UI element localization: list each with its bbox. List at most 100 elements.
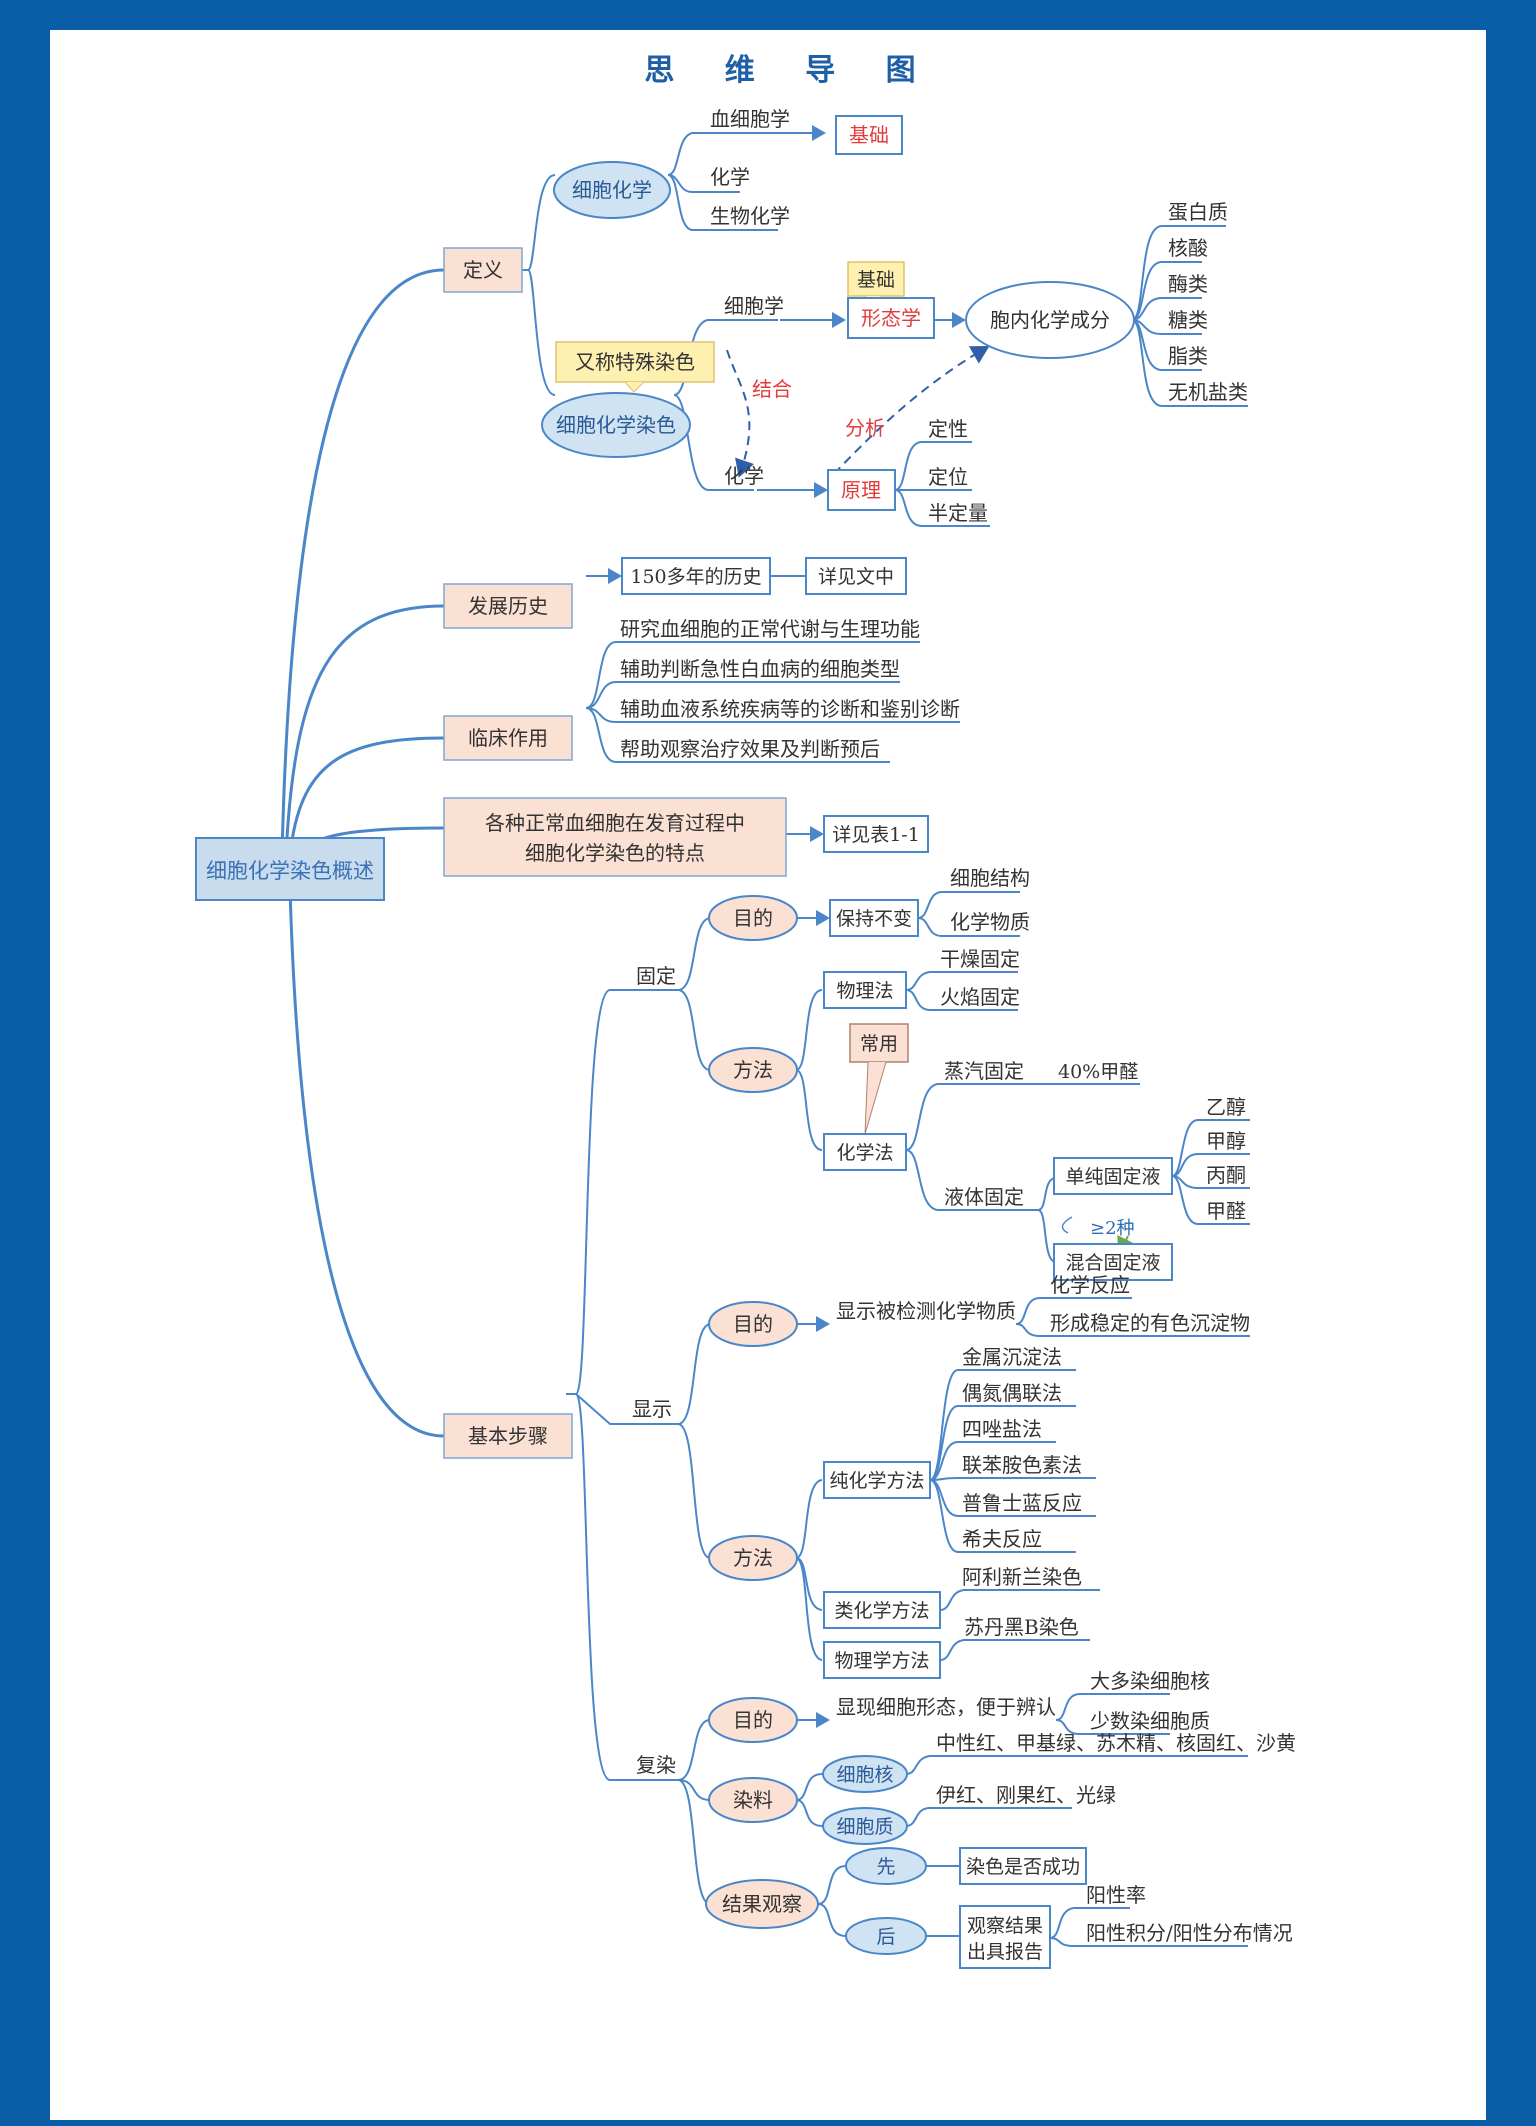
node-chemical[interactable]: 化学法 [823, 1133, 907, 1171]
svg-text:目的: 目的 [733, 1312, 773, 1336]
svg-text:保持不变: 保持不变 [836, 908, 912, 930]
node-result[interactable]: 结果观察 [705, 1879, 819, 1929]
svg-text:细胞化学染色: 细胞化学染色 [556, 413, 676, 437]
svg-text:目的: 目的 [733, 906, 773, 930]
counter-purpose-text: 显现细胞形态，便于辨认 [836, 1695, 1056, 1719]
node-after-text[interactable]: 观察结果 出具报告 [959, 1905, 1051, 1969]
node-nucleus[interactable]: 细胞核 [822, 1755, 908, 1793]
node-single-fixative[interactable]: 单纯固定液 [1053, 1157, 1173, 1195]
svg-text:形态学: 形态学 [861, 306, 921, 330]
node-features-ref[interactable]: 详见表1-1 [823, 815, 929, 853]
cytoplasm-dyes: 伊红、刚果红、光绿 [936, 1783, 1116, 1807]
svg-text:定义: 定义 [463, 258, 503, 282]
keep-item-2: 化学物质 [950, 910, 1030, 934]
svg-text:各种正常血细胞在发育过程中: 各种正常血细胞在发育过程中 [485, 811, 745, 835]
show-purpose-item-2: 形成稳定的有色沉淀物 [1050, 1311, 1250, 1335]
clinical-item-4: 帮助观察治疗效果及判断预后 [620, 737, 880, 761]
node-definition[interactable]: 定义 [443, 247, 523, 293]
node-counter-purpose[interactable]: 目的 [708, 1697, 798, 1743]
node-show-purpose[interactable]: 目的 [708, 1301, 798, 1347]
node-physics-method[interactable]: 物理学方法 [823, 1641, 941, 1679]
after-item-1: 阳性率 [1086, 1883, 1146, 1907]
svg-text:方法: 方法 [733, 1058, 773, 1082]
node-morphology[interactable]: 形态学 [847, 297, 935, 339]
node-cytoplasm[interactable]: 细胞质 [822, 1807, 908, 1845]
pure-item-4: 联苯胺色素法 [962, 1453, 1082, 1477]
svg-text:基础: 基础 [849, 123, 889, 147]
component-4: 糖类 [1168, 308, 1208, 332]
show-purpose-item-1: 化学反应 [1050, 1273, 1130, 1297]
node-features[interactable]: 各种正常血细胞在发育过程中 细胞化学染色的特点 [443, 797, 787, 877]
svg-text:又称特殊染色: 又称特殊染色 [575, 350, 695, 374]
label-ge2: ≥2种 [1090, 1218, 1135, 1239]
pure-item-1: 金属沉淀法 [962, 1345, 1062, 1369]
node-after[interactable]: 后 [845, 1917, 927, 1955]
svg-text:后: 后 [876, 1926, 895, 1948]
node-first[interactable]: 先 [845, 1847, 927, 1885]
node-history-years[interactable]: 150多年的历史 [621, 557, 771, 595]
label-liquid: 液体固定 [944, 1185, 1024, 1209]
root-node[interactable]: 细胞化学染色概述 [195, 837, 385, 901]
cell-chem-child-2: 化学 [710, 165, 750, 189]
svg-text:观察结果: 观察结果 [967, 1915, 1043, 1937]
counter-purpose-item-2: 少数染细胞质 [1090, 1709, 1210, 1733]
physics-item: 苏丹黑B染色 [964, 1615, 1079, 1639]
node-cytochem-stain[interactable]: 细胞化学染色 [541, 392, 691, 458]
node-pure-method[interactable]: 纯化学方法 [823, 1461, 931, 1499]
node-show-method[interactable]: 方法 [708, 1535, 798, 1581]
pure-item-6: 希夫反应 [962, 1527, 1042, 1551]
svg-text:目的: 目的 [733, 1708, 773, 1732]
combine-dashed-arrow [726, 349, 755, 478]
nucleus-dyes: 中性红、甲基绿、苏木精、核固红、沙黄 [936, 1731, 1296, 1755]
svg-text:单纯固定液: 单纯固定液 [1065, 1166, 1160, 1188]
svg-text:纯化学方法: 纯化学方法 [829, 1470, 924, 1492]
node-clinical[interactable]: 临床作用 [443, 715, 573, 761]
node-mixed-fixative[interactable]: 混合固定液 [1053, 1243, 1173, 1281]
note-alias: 又称特殊染色 [555, 341, 715, 393]
label-combine: 结合 [752, 377, 792, 401]
node-first-text[interactable]: 染色是否成功 [959, 1847, 1087, 1885]
node-principle[interactable]: 原理 [827, 469, 896, 511]
principle-item-1: 定性 [928, 417, 968, 441]
svg-text:物理学方法: 物理学方法 [834, 1650, 929, 1672]
single-item-2: 甲醇 [1206, 1129, 1246, 1153]
note-common: 常用 [849, 1023, 909, 1135]
label-formaldehyde: 40%甲醛 [1058, 1061, 1138, 1083]
label-counterstain: 复染 [636, 1753, 676, 1777]
svg-text:混合固定液: 混合固定液 [1065, 1252, 1160, 1274]
node-history-ref[interactable]: 详见文中 [805, 557, 907, 595]
node-history[interactable]: 发展历史 [443, 583, 573, 629]
component-5: 脂类 [1168, 344, 1208, 368]
svg-text:细胞质: 细胞质 [836, 1816, 893, 1838]
clinical-item-1: 研究血细胞的正常代谢与生理功能 [620, 617, 920, 641]
svg-text:胞内化学成分: 胞内化学成分 [990, 308, 1110, 332]
label-cytology: 细胞学 [724, 294, 784, 318]
component-1: 蛋白质 [1168, 200, 1228, 224]
single-item-1: 乙醇 [1206, 1095, 1246, 1119]
node-physical[interactable]: 物理法 [823, 971, 907, 1009]
node-components[interactable]: 胞内化学成分 [965, 281, 1135, 359]
label-fix: 固定 [636, 964, 676, 988]
svg-text:染色是否成功: 染色是否成功 [966, 1856, 1080, 1878]
node-steps[interactable]: 基本步骤 [443, 1413, 573, 1459]
component-2: 核酸 [1168, 236, 1208, 260]
analysis-dashed-arrow [833, 346, 990, 475]
ge2-curve [1061, 1216, 1073, 1234]
svg-text:基本步骤: 基本步骤 [468, 1424, 548, 1448]
node-cell-chem[interactable]: 细胞化学 [553, 161, 671, 219]
node-quasi-method[interactable]: 类化学方法 [823, 1591, 941, 1629]
physical-item-1: 干燥固定 [940, 947, 1020, 971]
label-show: 显示 [632, 1397, 672, 1421]
node-fix-method[interactable]: 方法 [708, 1047, 798, 1093]
node-fix-purpose[interactable]: 目的 [708, 895, 798, 941]
clinical-item-2: 辅助判断急性白血病的细胞类型 [620, 657, 900, 681]
clinical-item-3: 辅助血液系统疾病等的诊断和鉴别诊断 [620, 697, 960, 721]
svg-text:细胞核: 细胞核 [836, 1764, 893, 1786]
mind-map-sheet: 思 维 导 图 [50, 30, 1486, 2120]
svg-text:细胞化学染色的特点: 细胞化学染色的特点 [525, 841, 705, 865]
mind-map-canvas: 思 维 导 图 [195, 53, 1296, 1969]
node-fix-keep[interactable]: 保持不变 [829, 899, 919, 937]
svg-text:化学法: 化学法 [836, 1142, 893, 1164]
node-dye[interactable]: 染料 [708, 1777, 798, 1823]
svg-text:详见文中: 详见文中 [818, 566, 894, 588]
